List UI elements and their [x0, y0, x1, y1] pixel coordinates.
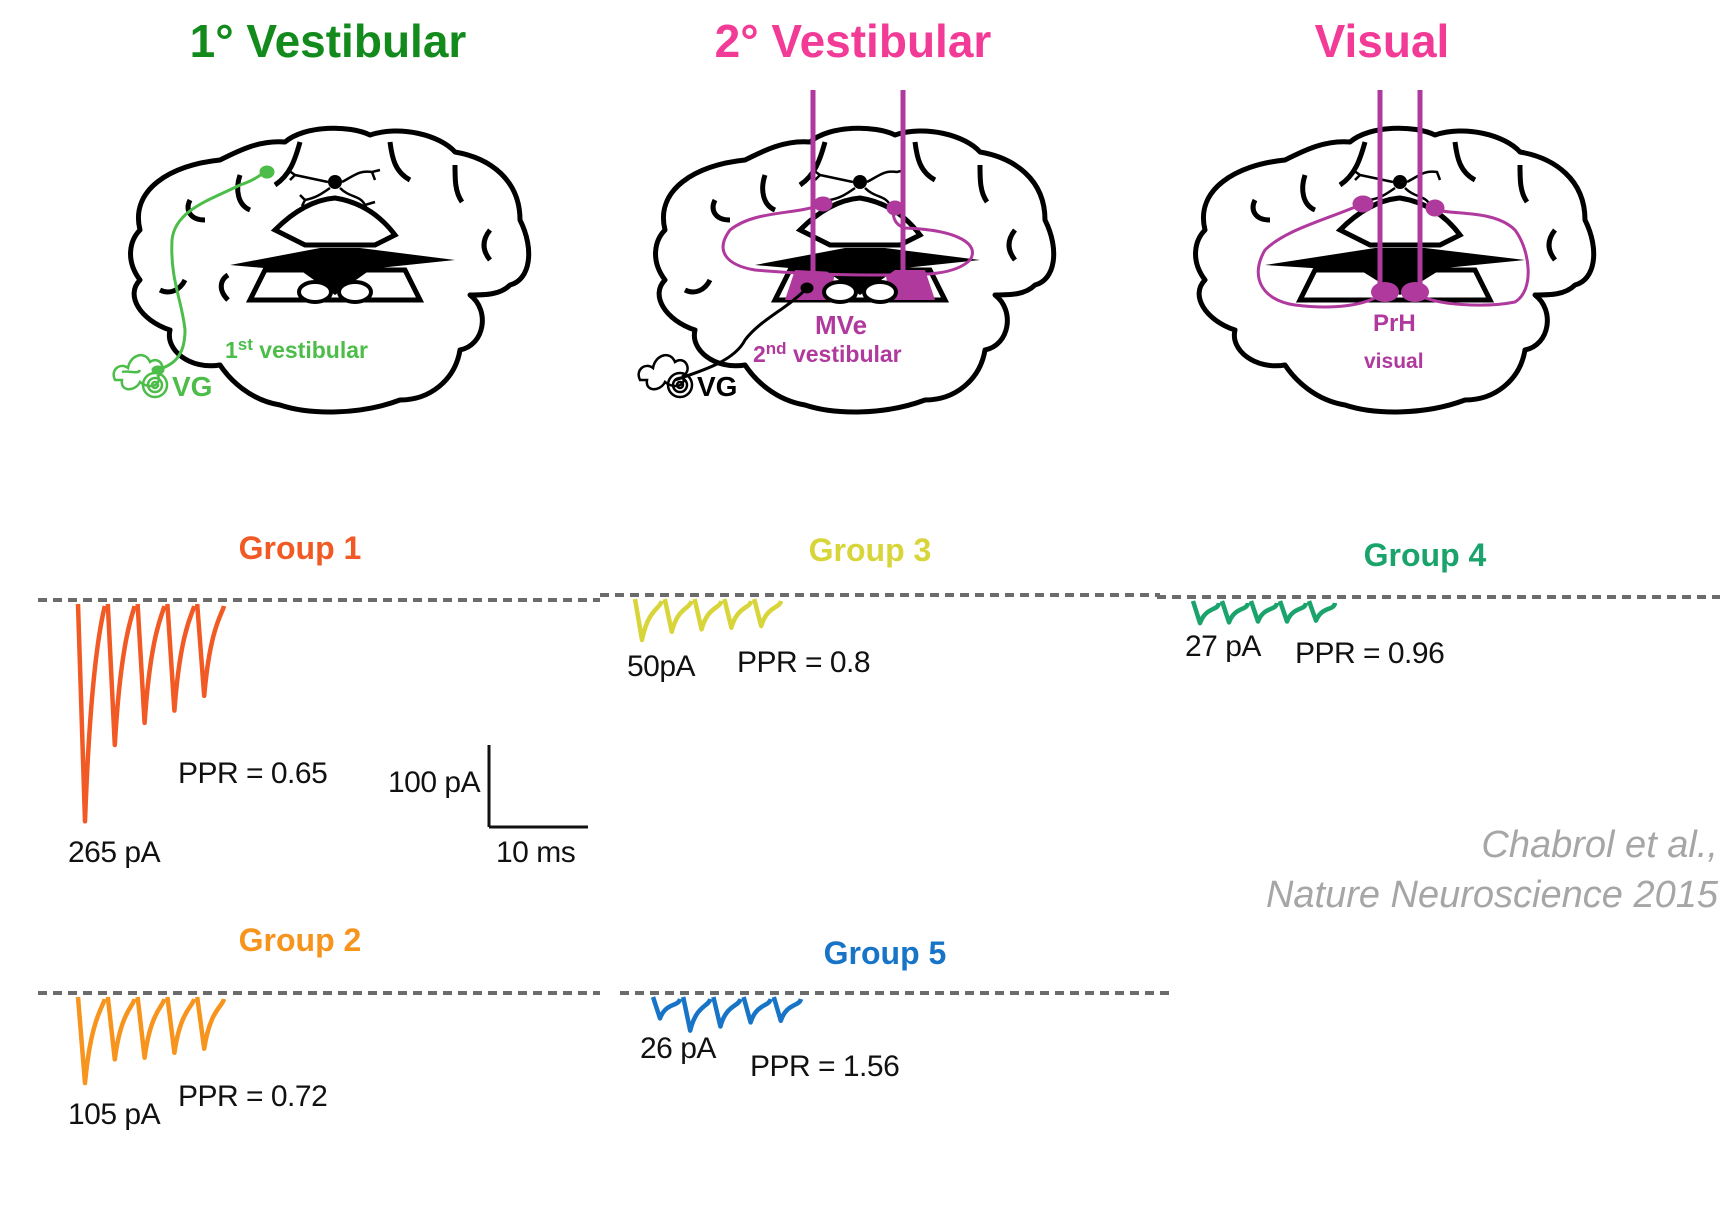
citation: Chabrol et al., Nature Neuroscience 2015	[1266, 820, 1718, 920]
group5-epsc-1	[650, 996, 683, 1021]
title-visual: Visual	[1314, 15, 1450, 67]
group3-amplitude-label: 50pA	[627, 650, 696, 683]
nucleus-label: MVe	[815, 310, 867, 340]
group5-epsc-3	[711, 996, 743, 1029]
title-secondary-vestibular: 2° Vestibular	[714, 15, 992, 67]
group4-epsc-4	[1277, 600, 1309, 624]
vestibular-ganglion-icon	[112, 353, 169, 399]
group5-epsc-4	[741, 996, 773, 1025]
group4-epsc-3	[1248, 600, 1280, 624]
group2-amplitude-label: 105 pA	[68, 1098, 161, 1131]
group4-epsc-5	[1306, 600, 1338, 623]
group-title-5: Group 5	[823, 935, 947, 971]
group4-amplitude-label: 27 pA	[1185, 630, 1261, 663]
ganglion-label: VG	[172, 371, 212, 402]
group2-epsc-2	[105, 996, 137, 1062]
group3-epsc-2	[662, 598, 694, 635]
recording-electrodes	[1377, 90, 1423, 295]
group1-epsc-1	[75, 603, 107, 824]
vestibular-ganglion-icon	[637, 353, 694, 399]
group4-epsc-2	[1219, 600, 1251, 625]
group5-amplitude-label: 26 pA	[640, 1032, 716, 1065]
primary-afferent-axon	[151, 165, 275, 375]
group2-ppr-label: PPR = 0.72	[178, 1080, 328, 1113]
nucleus-label: PrH	[1373, 310, 1416, 337]
citation-journal: Nature Neuroscience 2015	[1265, 874, 1718, 916]
group3-epsc-1	[632, 598, 664, 643]
target-neuron	[287, 168, 381, 213]
group-title-2: Group 2	[238, 922, 362, 958]
scale-bar-amplitude-label: 100 pA	[388, 766, 481, 799]
group3-epsc-4	[722, 598, 754, 630]
fourth-ventricle	[230, 195, 455, 304]
group1-epsc-3	[135, 603, 167, 726]
group2-epsc-4	[165, 996, 197, 1056]
group-title-3: Group 3	[808, 532, 932, 568]
group5-epsc-2	[680, 996, 713, 1033]
group1-epsc-4	[165, 603, 197, 713]
region-label: 2nd vestibular	[753, 339, 902, 367]
group2-epsc-1	[75, 996, 107, 1086]
brainstem-outline	[128, 125, 532, 415]
brainstem-diagram-secondary: VG MVe 2nd vestibular	[637, 90, 1057, 415]
brainstem-diagram-visual: PrH visual	[1193, 90, 1597, 415]
scale-bar-time-label: 10 ms	[496, 836, 576, 869]
commissural-loop	[1256, 195, 1530, 309]
citation-authors: Chabrol et al.,	[1481, 824, 1718, 866]
group-title-4: Group 4	[1363, 537, 1487, 573]
region-label: 1st vestibular	[225, 335, 368, 363]
group1-epsc-2	[105, 603, 137, 748]
group5-epsc-5	[771, 996, 804, 1024]
region-label: visual	[1364, 350, 1424, 373]
group3-ppr-label: PPR = 0.8	[737, 646, 871, 679]
ganglion-label: VG	[697, 371, 737, 402]
group2-epsc-3	[135, 996, 167, 1060]
group5-ppr-label: PPR = 1.56	[750, 1050, 900, 1083]
group1-ppr-label: PPR = 0.65	[178, 757, 328, 790]
group3-epsc-3	[692, 598, 724, 632]
title-primary-vestibular: 1° Vestibular	[189, 15, 467, 67]
scale-bar	[487, 745, 588, 829]
group1-amplitude-label: 265 pA	[68, 836, 161, 869]
brainstem-diagram-primary: VG 1st vestibular	[112, 125, 532, 415]
group4-epsc-1	[1190, 600, 1222, 626]
group4-ppr-label: PPR = 0.96	[1295, 637, 1445, 670]
recording-electrodes	[810, 90, 906, 285]
group1-epsc-5	[194, 603, 227, 699]
group3-epsc-5	[752, 598, 784, 629]
group-title-1: Group 1	[238, 530, 362, 566]
group2-epsc-5	[194, 996, 227, 1051]
